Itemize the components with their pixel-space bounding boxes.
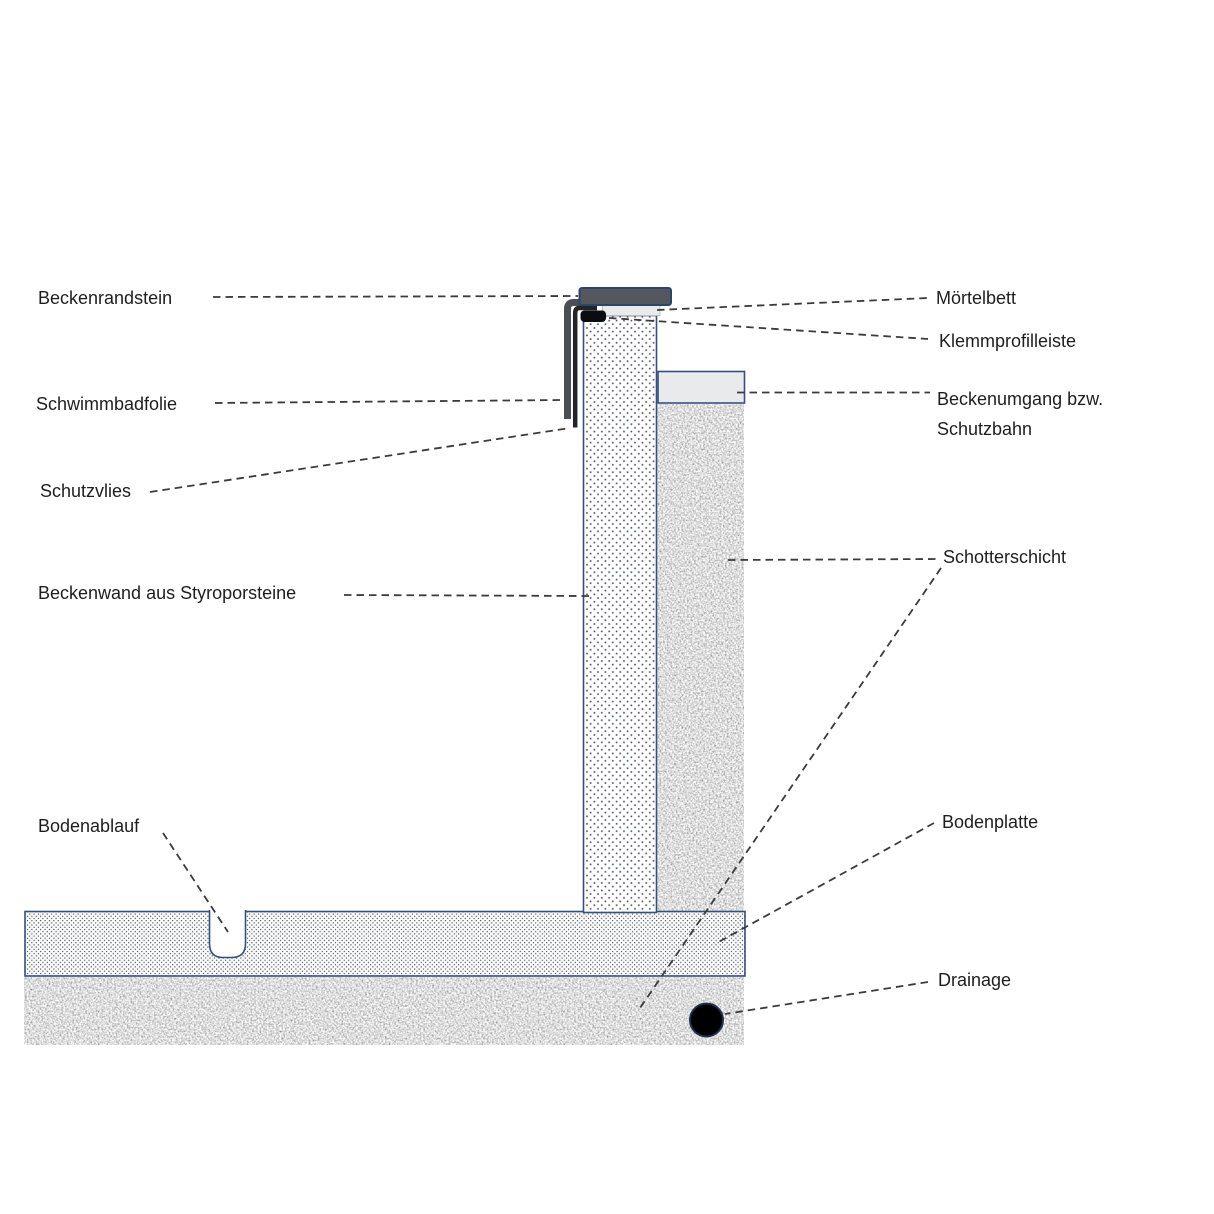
- styrofoam-pool-wall: [582, 314, 658, 914]
- mortar-bed: [602, 304, 661, 316]
- leader-lines: [149, 295, 942, 1015]
- leader-schutzvlies: [149, 427, 571, 493]
- pool-liner-sheet: [564, 299, 597, 419]
- leader-klemmprofilleiste: [608, 317, 929, 340]
- leader-drainage: [724, 981, 929, 1015]
- leader-bodenablauf: [162, 832, 229, 933]
- label-beckenrandstein: Beckenrandstein: [38, 288, 173, 308]
- label-schutzvlies: Schutzvlies: [40, 481, 132, 501]
- leader-bodenplatte: [714, 822, 935, 945]
- coping-stone: [578, 287, 672, 306]
- floor-drain: [208, 910, 247, 959]
- label-schwimmbadfolie: Schwimmbadfolie: [36, 394, 178, 414]
- label-moertelbett: Mörtelbett: [936, 288, 1017, 308]
- gravel-backfill-column: [656, 404, 744, 913]
- leader-beckenwand: [343, 594, 591, 597]
- leader-moertelbett: [656, 297, 929, 311]
- gravel-base-layer: [24, 977, 744, 1045]
- pool-surround-slab: [657, 370, 746, 404]
- label-klemmprofilleiste: Klemmprofilleiste: [939, 331, 1077, 351]
- label-bodenablauf: Bodenablauf: [38, 816, 140, 836]
- label-drainage: Drainage: [938, 970, 1012, 990]
- label-schotterschicht: Schotterschicht: [943, 547, 1067, 567]
- protective-fleece-sheet: [572, 305, 597, 428]
- label-beckenumgang-line1: Beckenumgang bzw.: [937, 389, 1104, 409]
- label-beckenumgang: Beckenumgang bzw. Schutzbahn: [937, 384, 1157, 444]
- leader-schotterschicht-backfill: [727, 558, 937, 561]
- label-beckenwand: Beckenwand aus Styroporsteine: [38, 583, 297, 603]
- clamping-profile-strip: [580, 310, 606, 322]
- label-beckenumgang-line2: Schutzbahn: [937, 419, 1033, 439]
- leader-beckenrandstein: [212, 295, 579, 298]
- leader-schwimmbadfolie: [214, 399, 564, 404]
- floor-slab: [24, 910, 746, 977]
- label-bodenplatte: Bodenplatte: [942, 812, 1039, 832]
- drainage-pipe: [689, 1002, 724, 1038]
- leader-schotterschicht-base: [639, 567, 942, 1009]
